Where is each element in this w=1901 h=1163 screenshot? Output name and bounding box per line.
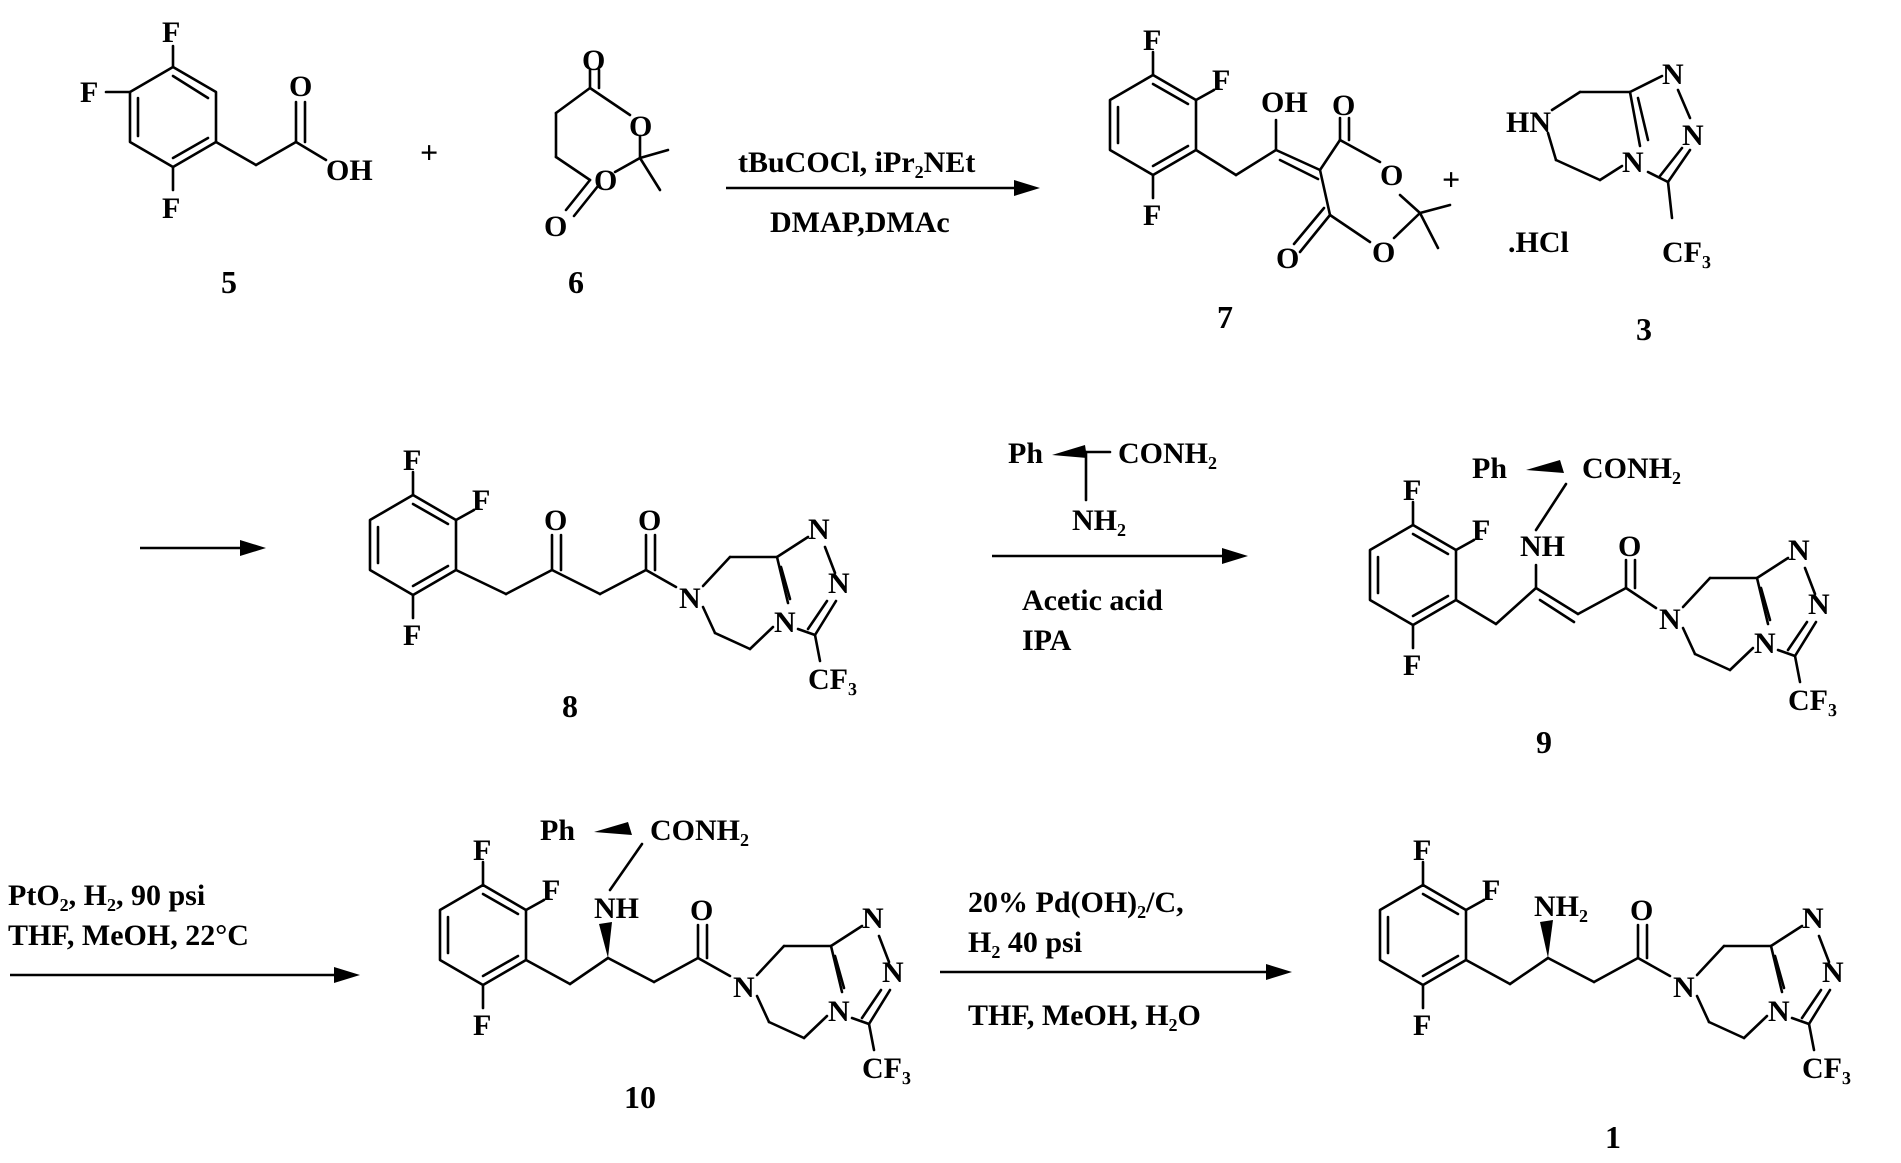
amine-label: NH [1520,530,1565,563]
oxygen-label: O [690,894,713,927]
compound-label-7: 7 [1217,299,1233,335]
compound-label-3: 3 [1636,311,1652,347]
reaction-conditions-step3-line2: IPA [1022,624,1072,657]
fluorine-label: F [162,16,180,49]
nitrogen-label: N [1682,119,1704,152]
oxygen-label: O [1618,530,1641,563]
plus-sign: + [1442,161,1460,197]
hydrochloride-label: .HCl [1508,226,1569,259]
compound-label-10: 10 [624,1079,656,1115]
oxygen-label: O [1332,89,1355,122]
compound-6-structure: O O O O [544,44,668,243]
oxygen-label: O [289,70,312,103]
reaction-conditions-step1-line1: tBuCOCl, iPr₂NEt [738,146,975,179]
oxygen-label: O [629,110,652,143]
compound-10-structure: NH Ph CONH₂ O [440,814,911,1085]
compound-8-structure: O O [370,444,857,696]
compound-label-6: 6 [568,264,584,300]
reaction-conditions-step3-line1: Acetic acid [1022,584,1163,617]
plus-sign: + [420,134,438,170]
reaction-arrow-step1 [726,180,1040,196]
compound-7-structure: OH O O O O [1110,24,1450,275]
amine-label: HN [1506,106,1551,139]
carboxamide-group: CONH₂ [650,814,749,847]
fluorine-label: F [80,76,98,109]
fluorine-label: F [162,192,180,225]
nitrogen-label: N [1662,58,1684,91]
compound-label-1: 1 [1605,1119,1621,1155]
oxygen-label: O [544,210,567,243]
phenyl-label: Ph [540,814,575,847]
compound-5-structure: F F F O OH [80,16,373,225]
carboxamide-group: CONH₂ [1118,437,1217,470]
phenyl-label: Ph [1472,452,1507,485]
oxygen-label: O [638,504,661,537]
reaction-conditions-step5-line3: THF, MeOH, H₂O [968,999,1201,1032]
amine-label: NH [594,892,639,925]
reaction-conditions-step5-line1: 20% Pd(OH)₂/C, [968,886,1184,919]
hydroxyl-label: OH [1261,86,1308,119]
nitrogen-label: N [1622,146,1644,179]
compound-3-structure: HN N N N CF₃ .HCl [1506,58,1711,269]
amine-group: NH₂ [1534,890,1588,923]
reaction-conditions-step4-line2: THF, MeOH, 22°C [8,919,249,952]
reaction-conditions-step5-line2: H₂ 40 psi [968,926,1082,959]
compound-label-5: 5 [221,264,237,300]
oxygen-label: O [594,164,617,197]
phenyl-label: Ph [1008,437,1043,470]
wedge-bond [1052,445,1087,458]
oxygen-label: O [582,44,605,77]
hydroxyl-label: OH [326,154,373,187]
compound-label-9: 9 [1536,724,1552,760]
compound-1-structure: NH₂ O [1380,834,1851,1085]
reaction-arrow-step4 [10,967,360,983]
compound-9-structure: NH Ph CONH₂ O [1370,452,1837,717]
amine-group: NH₂ [1072,504,1126,537]
carboxamide-group: CONH₂ [1582,452,1681,485]
oxygen-label: O [1380,159,1403,192]
reaction-conditions-step1-line2: DMAP,DMAc [770,206,950,239]
oxygen-label: O [1372,236,1395,269]
oxygen-label: O [544,504,567,537]
reaction-arrow-step5 [940,964,1292,980]
compound-label-8: 8 [562,688,578,724]
reaction-arrow-step2 [140,540,266,556]
trifluoromethyl-group: CF₃ [1662,236,1711,269]
reaction-conditions-step4-line1: PtO₂, H₂, 90 psi [8,879,205,912]
reaction-arrow-step3 [992,548,1248,564]
oxygen-label: O [1276,242,1299,275]
oxygen-label: O [1630,894,1653,927]
